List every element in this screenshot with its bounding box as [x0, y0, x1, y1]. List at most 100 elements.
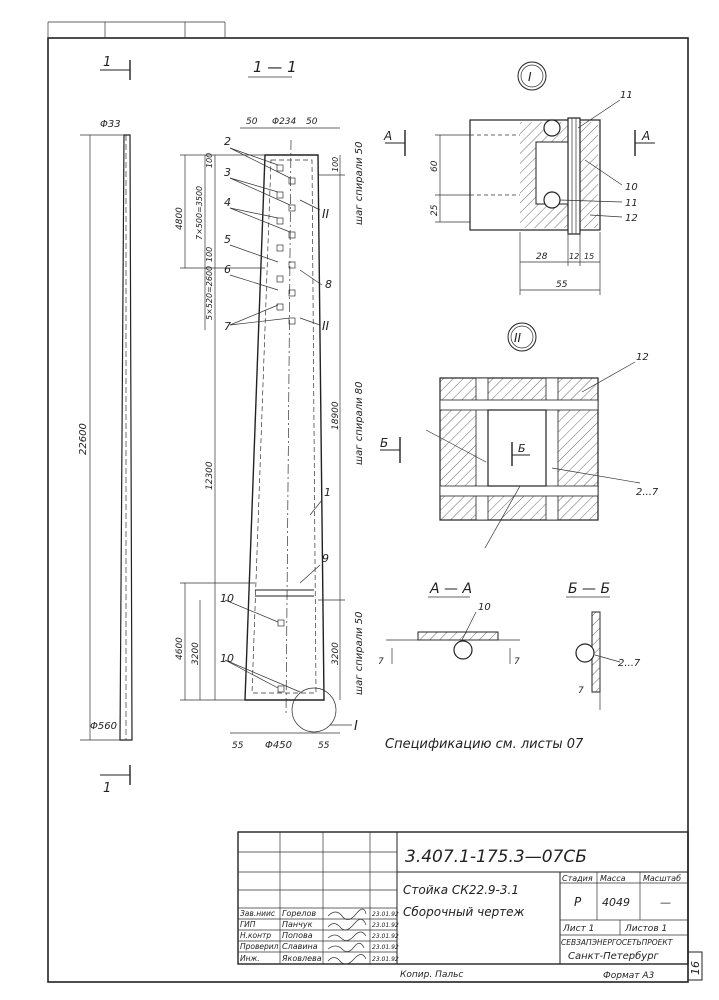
callout-9: 9 [322, 552, 329, 565]
date-0: 23.01.92 [372, 911, 399, 918]
section-mark-bottom-left: 1 [100, 765, 131, 796]
city: Санкт-Петербург [568, 950, 660, 962]
title-block: 3.407.1-175.3—07СБ Стойка СК22.9-3.1 Сбо… [237, 831, 689, 965]
dim-bottom-diameter: Φ450 [265, 740, 292, 751]
callout-10-lower: 10 [220, 652, 234, 665]
dim-top-diameter: Φ234 [272, 117, 297, 127]
role-3: Проверил [240, 942, 279, 951]
dim-left-step1: 7×500=3500 [195, 186, 204, 240]
section-AA: А — А 10 7 7 [378, 581, 520, 667]
detail-II: II Б Б 12 2...7 [380, 322, 659, 549]
name-3: Славина [282, 942, 318, 951]
item-type: Сборочный чертеж [403, 905, 525, 919]
stage-value: Р [574, 895, 582, 909]
detail-II-callout-12: 12 [636, 352, 649, 363]
callout-7: 7 [224, 320, 231, 333]
section-mark-label: 1 [103, 55, 111, 70]
section-mark-B-left: Б [380, 436, 388, 450]
paper-format: Формат А3 [603, 971, 655, 981]
sheet-count: Листов 1 [624, 924, 667, 934]
detail-I-callout-11a: 11 [620, 90, 633, 101]
spiral-label-middle: шаг спирали 80 [354, 381, 365, 465]
col-header-mass: Масса [600, 874, 626, 883]
role-1: ГИП [240, 920, 256, 929]
name-2: Попова [282, 931, 313, 940]
dim-right-100: 100 [331, 157, 340, 172]
embedded-plates [276, 164, 296, 693]
callout-5: 5 [224, 233, 231, 246]
dim-left-12300: 12300 [205, 461, 215, 490]
detail-I-title: I [528, 70, 532, 84]
detail-I-dim-12: 12 [569, 252, 579, 261]
left-pole-top-dim: Φ33 [100, 119, 121, 130]
dim-left-100b: 100 [205, 247, 214, 262]
callout-6: 6 [224, 263, 231, 276]
detail-I-callout-10: 10 [625, 182, 638, 193]
section-AA-callout: 10 [478, 602, 491, 613]
copied-by: Копир. Пальс [400, 970, 463, 980]
dim-left-100a: 100 [205, 153, 214, 168]
section-mark-A-right: А [641, 129, 650, 143]
spiral-label-top: шаг спирали 50 [354, 141, 365, 225]
callout-leaders [224, 147, 323, 693]
col-header-stage: Стадия [562, 874, 593, 883]
scale-value: — [660, 896, 671, 909]
date-3: 23.01.92 [372, 944, 399, 951]
detail-II-title: II [514, 331, 522, 345]
dim-right-18900: 18900 [331, 401, 341, 430]
sheet-page-number: 16 [689, 961, 702, 975]
item-name: Стойка СК22.9-3.1 [403, 883, 519, 897]
callout-1: 1 [324, 486, 331, 499]
detail-II-callout-2-7: 2...7 [636, 487, 659, 498]
section-title: 1 — 1 [253, 58, 297, 76]
detail-I-dim-28: 28 [536, 252, 548, 262]
dim-left-3200: 3200 [191, 642, 201, 665]
signatures [327, 908, 367, 965]
sheet-frame [47, 21, 689, 983]
section-AA-title: А — А [429, 581, 472, 597]
dim-bottom-left: 55 [232, 741, 244, 751]
dim-bottom-right: 55 [318, 741, 330, 751]
date-4: 23.01.92 [372, 956, 399, 963]
specification-note: Спецификацию см. листы 07 [385, 737, 584, 752]
callout-II-upper: II [322, 207, 330, 221]
main-pole-view: 50 Φ234 50 55 Φ450 55 4800 7×500=3500 10… [175, 117, 365, 751]
section-BB-dim: 7 [578, 686, 584, 696]
detail-I-callout: I [354, 719, 358, 734]
dim-top-right: 50 [306, 117, 318, 127]
date-2: 23.01.92 [372, 933, 399, 940]
callout-8: 8 [325, 278, 332, 291]
callout-4: 4 [224, 196, 231, 209]
dim-left-step2: 5×520=2600 [205, 266, 214, 320]
callout-2: 2 [224, 135, 231, 148]
dim-top-left: 50 [246, 117, 258, 127]
section-AA-dim-right: 7 [514, 657, 520, 667]
detail-I: I А А 60 25 28 12 15 55 [383, 61, 655, 295]
dim-left-4800: 4800 [175, 207, 185, 230]
section-AA-dim-left: 7 [378, 657, 384, 667]
section-BB-title: Б — Б [568, 581, 610, 597]
name-4: Яковлева [281, 954, 322, 963]
date-1: 23.01.92 [372, 922, 399, 929]
section-mark-label: 1 [103, 781, 111, 796]
col-header-scale: Масштаб [643, 874, 681, 883]
detail-I-dim-15: 15 [584, 252, 594, 261]
organization: СЕВЗАПЭНЕРГОСЕТЬПРОЕКТ [561, 938, 674, 947]
detail-I-dim-60: 60 [430, 160, 440, 172]
name-0: Горелов [282, 909, 316, 918]
dim-right-3200: 3200 [331, 642, 341, 665]
section-BB: Б — Б 2...7 7 [566, 581, 641, 710]
mass-value: 4049 [602, 896, 630, 909]
left-pole-bottom-dim: Φ560 [90, 721, 117, 732]
name-1: Панчук [282, 920, 313, 929]
role-4: Инж. [240, 954, 260, 963]
section-BB-callout: 2...7 [618, 658, 641, 669]
section-mark-top-left: 1 [100, 55, 131, 80]
detail-I-dim-55: 55 [556, 280, 568, 290]
detail-I-callout-12: 12 [625, 213, 638, 224]
role-0: Зав.ниис [240, 909, 276, 918]
callout-3: 3 [224, 166, 231, 179]
detail-I-callout-11b: 11 [625, 198, 638, 209]
callout-10-upper: 10 [220, 592, 234, 605]
